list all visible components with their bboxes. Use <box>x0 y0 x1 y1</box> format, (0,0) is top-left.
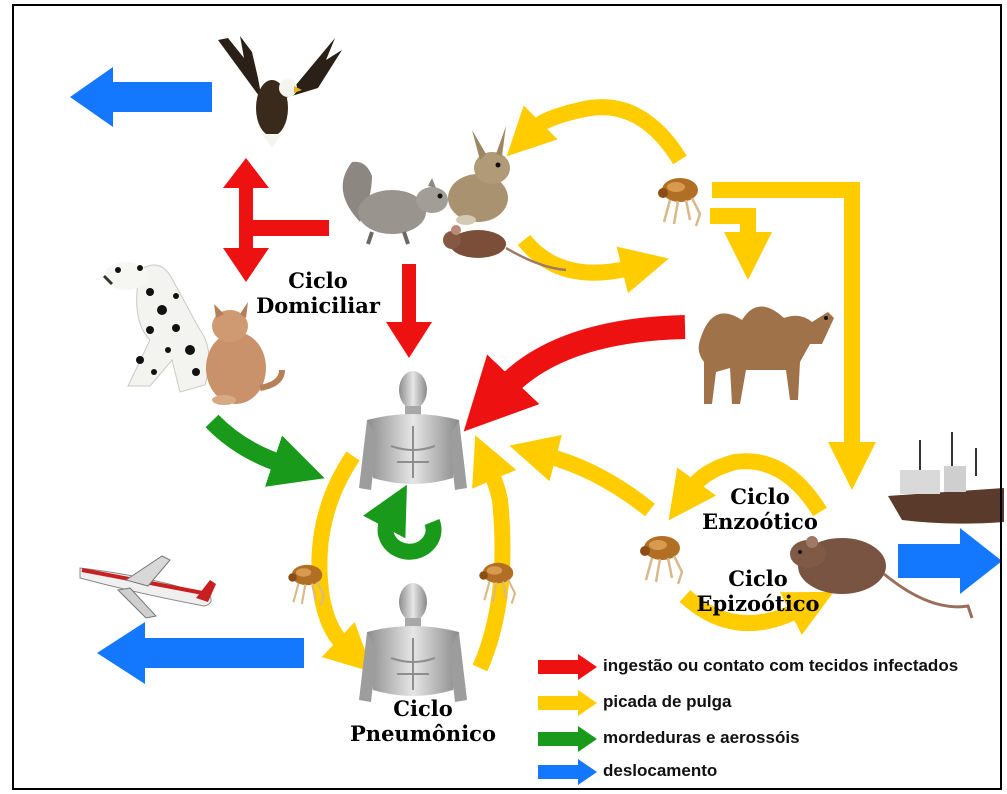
legend-label-bites-aerosols: mordeduras e aerossóis <box>603 728 800 748</box>
ingestion-arrow-camel-human <box>505 327 685 388</box>
cycle-label-pneumonico-line1: Ciclo <box>350 696 496 721</box>
cycle-label-enzootico-line1: Ciclo <box>698 484 822 509</box>
legend-swatches <box>538 654 597 785</box>
displacement-arrow-top-left <box>70 67 212 127</box>
cycle-label-enzootico-line2: Enzoótico <box>698 509 822 534</box>
flea-arrow-pneumonic-left <box>319 456 353 645</box>
displacement-arrow-bottom-left <box>97 622 304 684</box>
legend-swatch-blue <box>538 759 597 785</box>
aerosol-circle-arrow <box>386 520 434 552</box>
flea-arrow-from-rodents <box>524 240 630 273</box>
legend-label-displacement: deslocamento <box>603 761 717 781</box>
cycle-label-enzootico: Ciclo Enzoótico <box>698 484 822 534</box>
displacement-arrow-right <box>898 528 1002 594</box>
flea-arrow-to-rodents <box>535 107 680 160</box>
cycle-label-pneumonico-line2: Pneumônico <box>350 721 496 746</box>
dog-icon <box>104 262 209 392</box>
flea-arrow-rat-human <box>548 456 650 510</box>
ingestion-arrow-rodents-up <box>223 158 329 230</box>
airplane-icon <box>80 556 216 618</box>
eagle-icon <box>218 36 342 148</box>
rabbit-icon <box>448 126 510 225</box>
ingestion-arrow-rodents-human <box>386 264 432 358</box>
legend-swatch-yellow <box>538 690 597 716</box>
camel-icon <box>699 306 834 404</box>
legend-swatch-red <box>538 654 597 680</box>
ship-icon <box>888 432 1004 524</box>
cycle-label-epizootico-line1: Ciclo <box>696 566 820 591</box>
cycle-label-domiciliar-line1: Ciclo <box>255 268 381 293</box>
flea-arrow-to-camel-small <box>710 216 748 240</box>
cycle-label-domiciliar-line2: Domiciliar <box>255 293 381 318</box>
bite-arrow-pets-human <box>212 421 282 464</box>
legend-label-flea-bite: picada de pulga <box>603 692 731 712</box>
squirrel-icon <box>343 162 448 244</box>
human-icon <box>359 371 467 490</box>
flea-icon-rat <box>640 536 682 584</box>
cycle-label-epizootico-line2: Epizoótico <box>696 591 820 616</box>
cycle-label-epizootico: Ciclo Epizoótico <box>696 566 820 616</box>
cycle-label-domiciliar: Ciclo Domiciliar <box>255 268 381 318</box>
legend-swatch-green <box>538 726 597 752</box>
cycle-label-pneumonico: Ciclo Pneumônico <box>350 696 496 746</box>
legend-label-ingestion: ingestão ou contato com tecidos infectad… <box>603 656 958 676</box>
flea-icon <box>658 178 700 226</box>
human-icon-lower <box>359 583 467 702</box>
